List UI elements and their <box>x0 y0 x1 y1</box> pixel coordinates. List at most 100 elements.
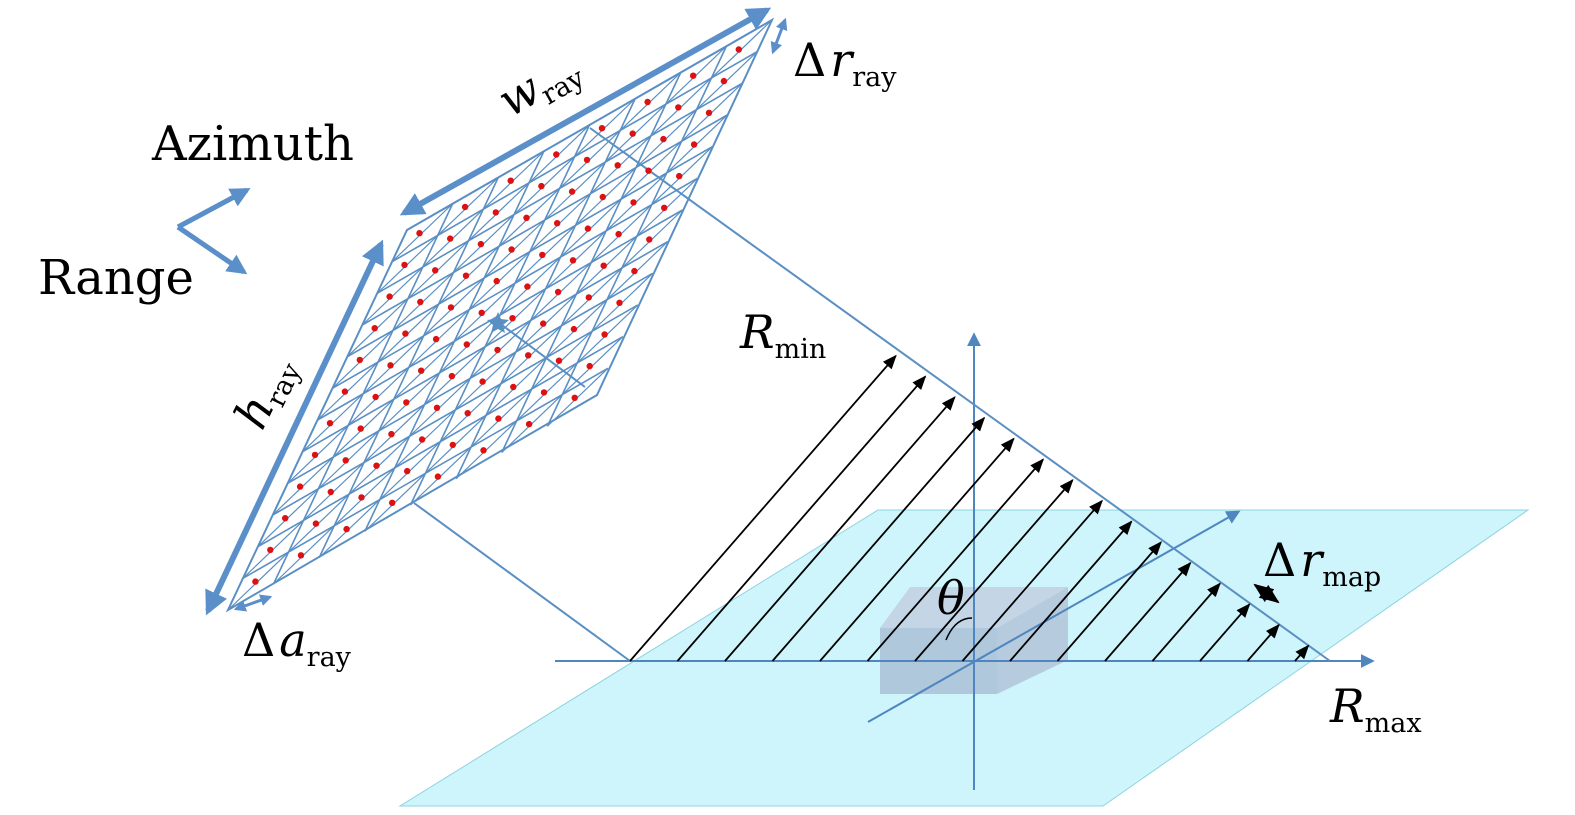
sample-point <box>417 298 424 306</box>
azimuth-direction-arrow <box>176 187 251 230</box>
sample-point <box>448 372 456 380</box>
ray-arrow <box>629 354 897 662</box>
ray-arrow <box>1246 623 1280 662</box>
sample-point <box>507 177 514 184</box>
sample-point <box>509 315 516 322</box>
sample-point <box>525 420 533 428</box>
ray-arrow <box>1009 520 1133 662</box>
ray-arrow <box>914 479 1074 662</box>
sample-point <box>675 104 682 111</box>
sample-point <box>386 293 393 300</box>
sample-point <box>495 415 502 422</box>
delta-r-map-arrow <box>1253 583 1280 604</box>
sample-point <box>645 167 652 174</box>
sample-point <box>447 304 455 311</box>
sample-point <box>584 225 592 232</box>
sample-point <box>614 162 621 169</box>
theta-label: θ <box>937 571 965 625</box>
projection-lines <box>413 127 1331 662</box>
h-ray-arrow <box>205 239 384 616</box>
sample-point <box>297 552 305 559</box>
delta-a-ray-arrow <box>233 594 273 612</box>
sample-point <box>358 494 365 501</box>
sample-point <box>432 335 440 343</box>
sample-point <box>601 331 608 338</box>
sample-point <box>690 141 698 148</box>
sample-point <box>282 515 289 522</box>
sample-point <box>477 240 485 248</box>
sample-point <box>356 356 363 364</box>
sample-point <box>312 520 320 527</box>
ray-set <box>629 354 1310 662</box>
r-max-label: Rmax <box>1329 679 1422 739</box>
sample-point <box>404 467 411 475</box>
delta-r-ray-label: Δrray <box>793 33 897 93</box>
sample-point <box>447 235 454 242</box>
sample-point <box>661 204 668 211</box>
sample-point <box>433 404 441 411</box>
sample-point <box>644 98 651 106</box>
sample-point <box>571 394 578 401</box>
sample-point <box>735 46 742 53</box>
sample-point <box>434 473 442 480</box>
sample-point <box>418 436 426 443</box>
sample-point <box>479 378 486 385</box>
r-min-label: Rmin <box>739 305 826 365</box>
sample-point <box>401 261 408 269</box>
ray-arrow <box>771 416 986 662</box>
sample-point <box>660 135 667 143</box>
sample-point <box>690 72 697 79</box>
sample-point <box>539 251 546 259</box>
sample-point <box>492 209 499 216</box>
ray-arrow <box>961 499 1103 662</box>
sample-point <box>538 182 545 190</box>
sample-point <box>646 236 653 243</box>
ray-arrow <box>724 396 956 662</box>
sample-point <box>372 393 379 401</box>
range-label: Range <box>38 250 194 306</box>
ray-arrow <box>866 458 1045 662</box>
sample-point <box>510 383 517 391</box>
sample-point <box>629 130 636 137</box>
sample-point <box>252 578 259 585</box>
ray-arrow <box>819 437 1015 662</box>
sample-point <box>416 230 423 237</box>
sample-point <box>343 525 350 533</box>
sample-point <box>583 156 591 164</box>
sample-point <box>462 272 470 279</box>
sample-point <box>615 230 622 238</box>
sample-point <box>598 125 606 132</box>
delta-a-ray-label: Δaray <box>242 613 352 673</box>
ray-arrow <box>1199 603 1251 662</box>
sample-point <box>389 499 396 506</box>
sample-point <box>311 451 319 459</box>
sample-point <box>432 267 439 274</box>
sample-point <box>554 288 562 296</box>
sample-point <box>480 447 487 454</box>
sample-point <box>553 151 560 158</box>
w-ray-arrow <box>399 7 772 216</box>
sample-point <box>478 309 485 316</box>
sample-point <box>554 220 561 227</box>
sample-point <box>569 257 577 264</box>
sample-point <box>461 203 469 211</box>
sample-point <box>341 388 349 395</box>
sample-point <box>568 188 576 195</box>
ray-arrow <box>1056 541 1162 662</box>
sample-point <box>494 346 501 354</box>
sample-point <box>570 325 578 333</box>
sample-point <box>388 430 395 438</box>
sample-point <box>630 199 637 206</box>
sample-point <box>464 410 471 417</box>
delta-r-map-label: Δrmap <box>1263 533 1381 593</box>
sample-point <box>616 299 623 306</box>
sample-point <box>267 546 274 554</box>
sample-point <box>600 262 607 269</box>
sample-point <box>418 367 425 374</box>
ray-arrow <box>1151 582 1221 662</box>
delta-r-ray-arrow <box>770 17 788 55</box>
sample-point <box>631 267 638 275</box>
sample-point <box>371 325 378 332</box>
sample-point <box>599 193 606 201</box>
